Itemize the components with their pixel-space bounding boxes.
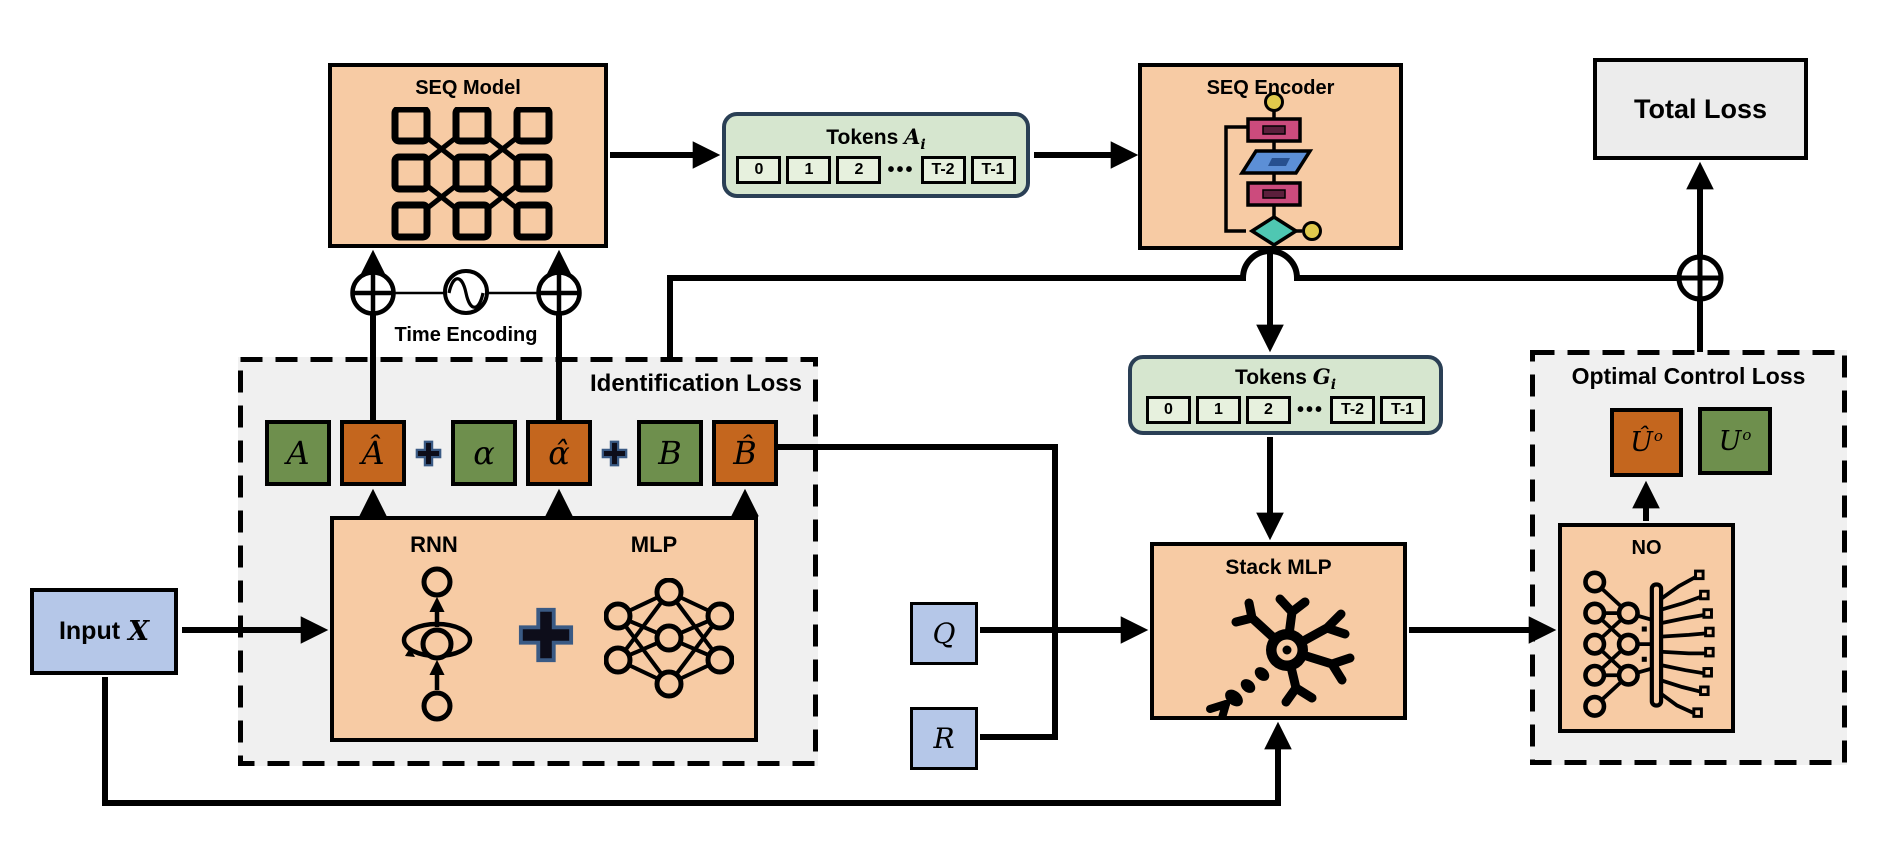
token-cell: 2 xyxy=(836,155,882,184)
q-box: Q xyxy=(910,602,978,665)
token-cell: 2 xyxy=(1245,395,1291,424)
square-alpha-hat: α̂ xyxy=(526,420,592,486)
dashed-border xyxy=(238,357,818,766)
sine-wave-icon xyxy=(443,269,489,315)
total-loss-box: Total Loss xyxy=(1593,58,1808,160)
square-A: A xyxy=(265,420,331,486)
identification-squares-row: A Â α α̂ B B̂ xyxy=(265,420,778,486)
total-loss-label: Total Loss xyxy=(1633,93,1767,124)
tokens-a-box: Tokens Ai 0 1 2 ••• T-2 T-1 xyxy=(722,112,1030,198)
ellipsis: ••• xyxy=(887,158,915,181)
tokens-a-label: Tokens Ai xyxy=(826,124,926,154)
input-x-box: Input X xyxy=(30,588,178,675)
ellipsis: ••• xyxy=(1296,398,1324,421)
token-cell: T-2 xyxy=(1330,395,1375,424)
identification-loss-label: Identification Loss xyxy=(589,370,802,397)
neural-operator-icon xyxy=(1583,569,1715,718)
token-cell: T-1 xyxy=(1380,395,1425,424)
r-label: R xyxy=(933,722,955,755)
dashed-border xyxy=(1530,350,1847,765)
plus-icon xyxy=(517,606,575,669)
wire-idloss-to-adder xyxy=(667,248,1677,357)
seq-encoder-box: SEQ Encoder xyxy=(1138,63,1403,250)
square-B-hat: B̂ xyxy=(712,420,778,486)
token-cell: T-1 xyxy=(970,155,1016,184)
plus-icon xyxy=(601,440,628,467)
tokens-g-label: Tokens Gi xyxy=(1234,364,1337,394)
square-u-hat: Ûo xyxy=(1610,408,1683,477)
token-cell: 0 xyxy=(1145,395,1191,424)
no-box: NO xyxy=(1558,523,1735,733)
square-alpha: α xyxy=(451,420,517,486)
wire-inputx-to-stackmlp xyxy=(102,677,1292,806)
r-box: R xyxy=(910,707,978,770)
stack-mlp-label: Stack MLP xyxy=(1225,556,1332,579)
tokens-g-cells: 0 1 2 ••• T-2 T-1 xyxy=(1145,395,1425,424)
no-label: NO xyxy=(1631,537,1662,559)
seq-encoder-label: SEQ Encoder xyxy=(1206,77,1335,99)
circled-plus-icon xyxy=(1676,254,1724,302)
stack-mlp-box: Stack MLP xyxy=(1150,542,1407,720)
token-cell: 0 xyxy=(736,155,782,184)
rnn-mlp-box: RNN MLP xyxy=(330,516,758,742)
square-A-hat: Â xyxy=(340,420,406,486)
tokens-a-cells: 0 1 2 ••• T-2 T-1 xyxy=(736,155,1016,184)
mlp-label: MLP xyxy=(630,532,678,557)
wire-Bhat-merge xyxy=(778,444,1058,737)
seq-model-box: SEQ Model xyxy=(328,63,608,248)
tokens-g-box: Tokens Gi 0 1 2 ••• T-2 T-1 xyxy=(1128,355,1443,435)
plus-icon xyxy=(415,440,442,467)
token-cell: T-2 xyxy=(920,155,966,184)
flowchart-icon xyxy=(1224,92,1322,248)
input-label: Input xyxy=(58,617,121,645)
time-encoding-label: Time Encoding xyxy=(394,324,538,346)
rnn-label: RNN xyxy=(410,532,458,557)
recurrent-cell-icon xyxy=(401,566,473,722)
seq-model-label: SEQ Model xyxy=(415,77,521,99)
q-label: Q xyxy=(932,617,956,650)
token-cell: 1 xyxy=(786,155,832,184)
input-x-symbol: X xyxy=(128,616,150,647)
circled-plus-icon xyxy=(350,270,396,316)
token-cell: 1 xyxy=(1195,395,1241,424)
neuron-icon xyxy=(1206,594,1355,720)
square-u-optimal: Uo xyxy=(1698,407,1772,475)
circled-plus-icon xyxy=(536,270,582,316)
graph-network-icon xyxy=(391,107,553,241)
optimal-control-loss-label: Optimal Control Loss xyxy=(1571,363,1806,389)
neural-net-icon xyxy=(604,578,734,699)
square-B: B xyxy=(637,420,703,486)
